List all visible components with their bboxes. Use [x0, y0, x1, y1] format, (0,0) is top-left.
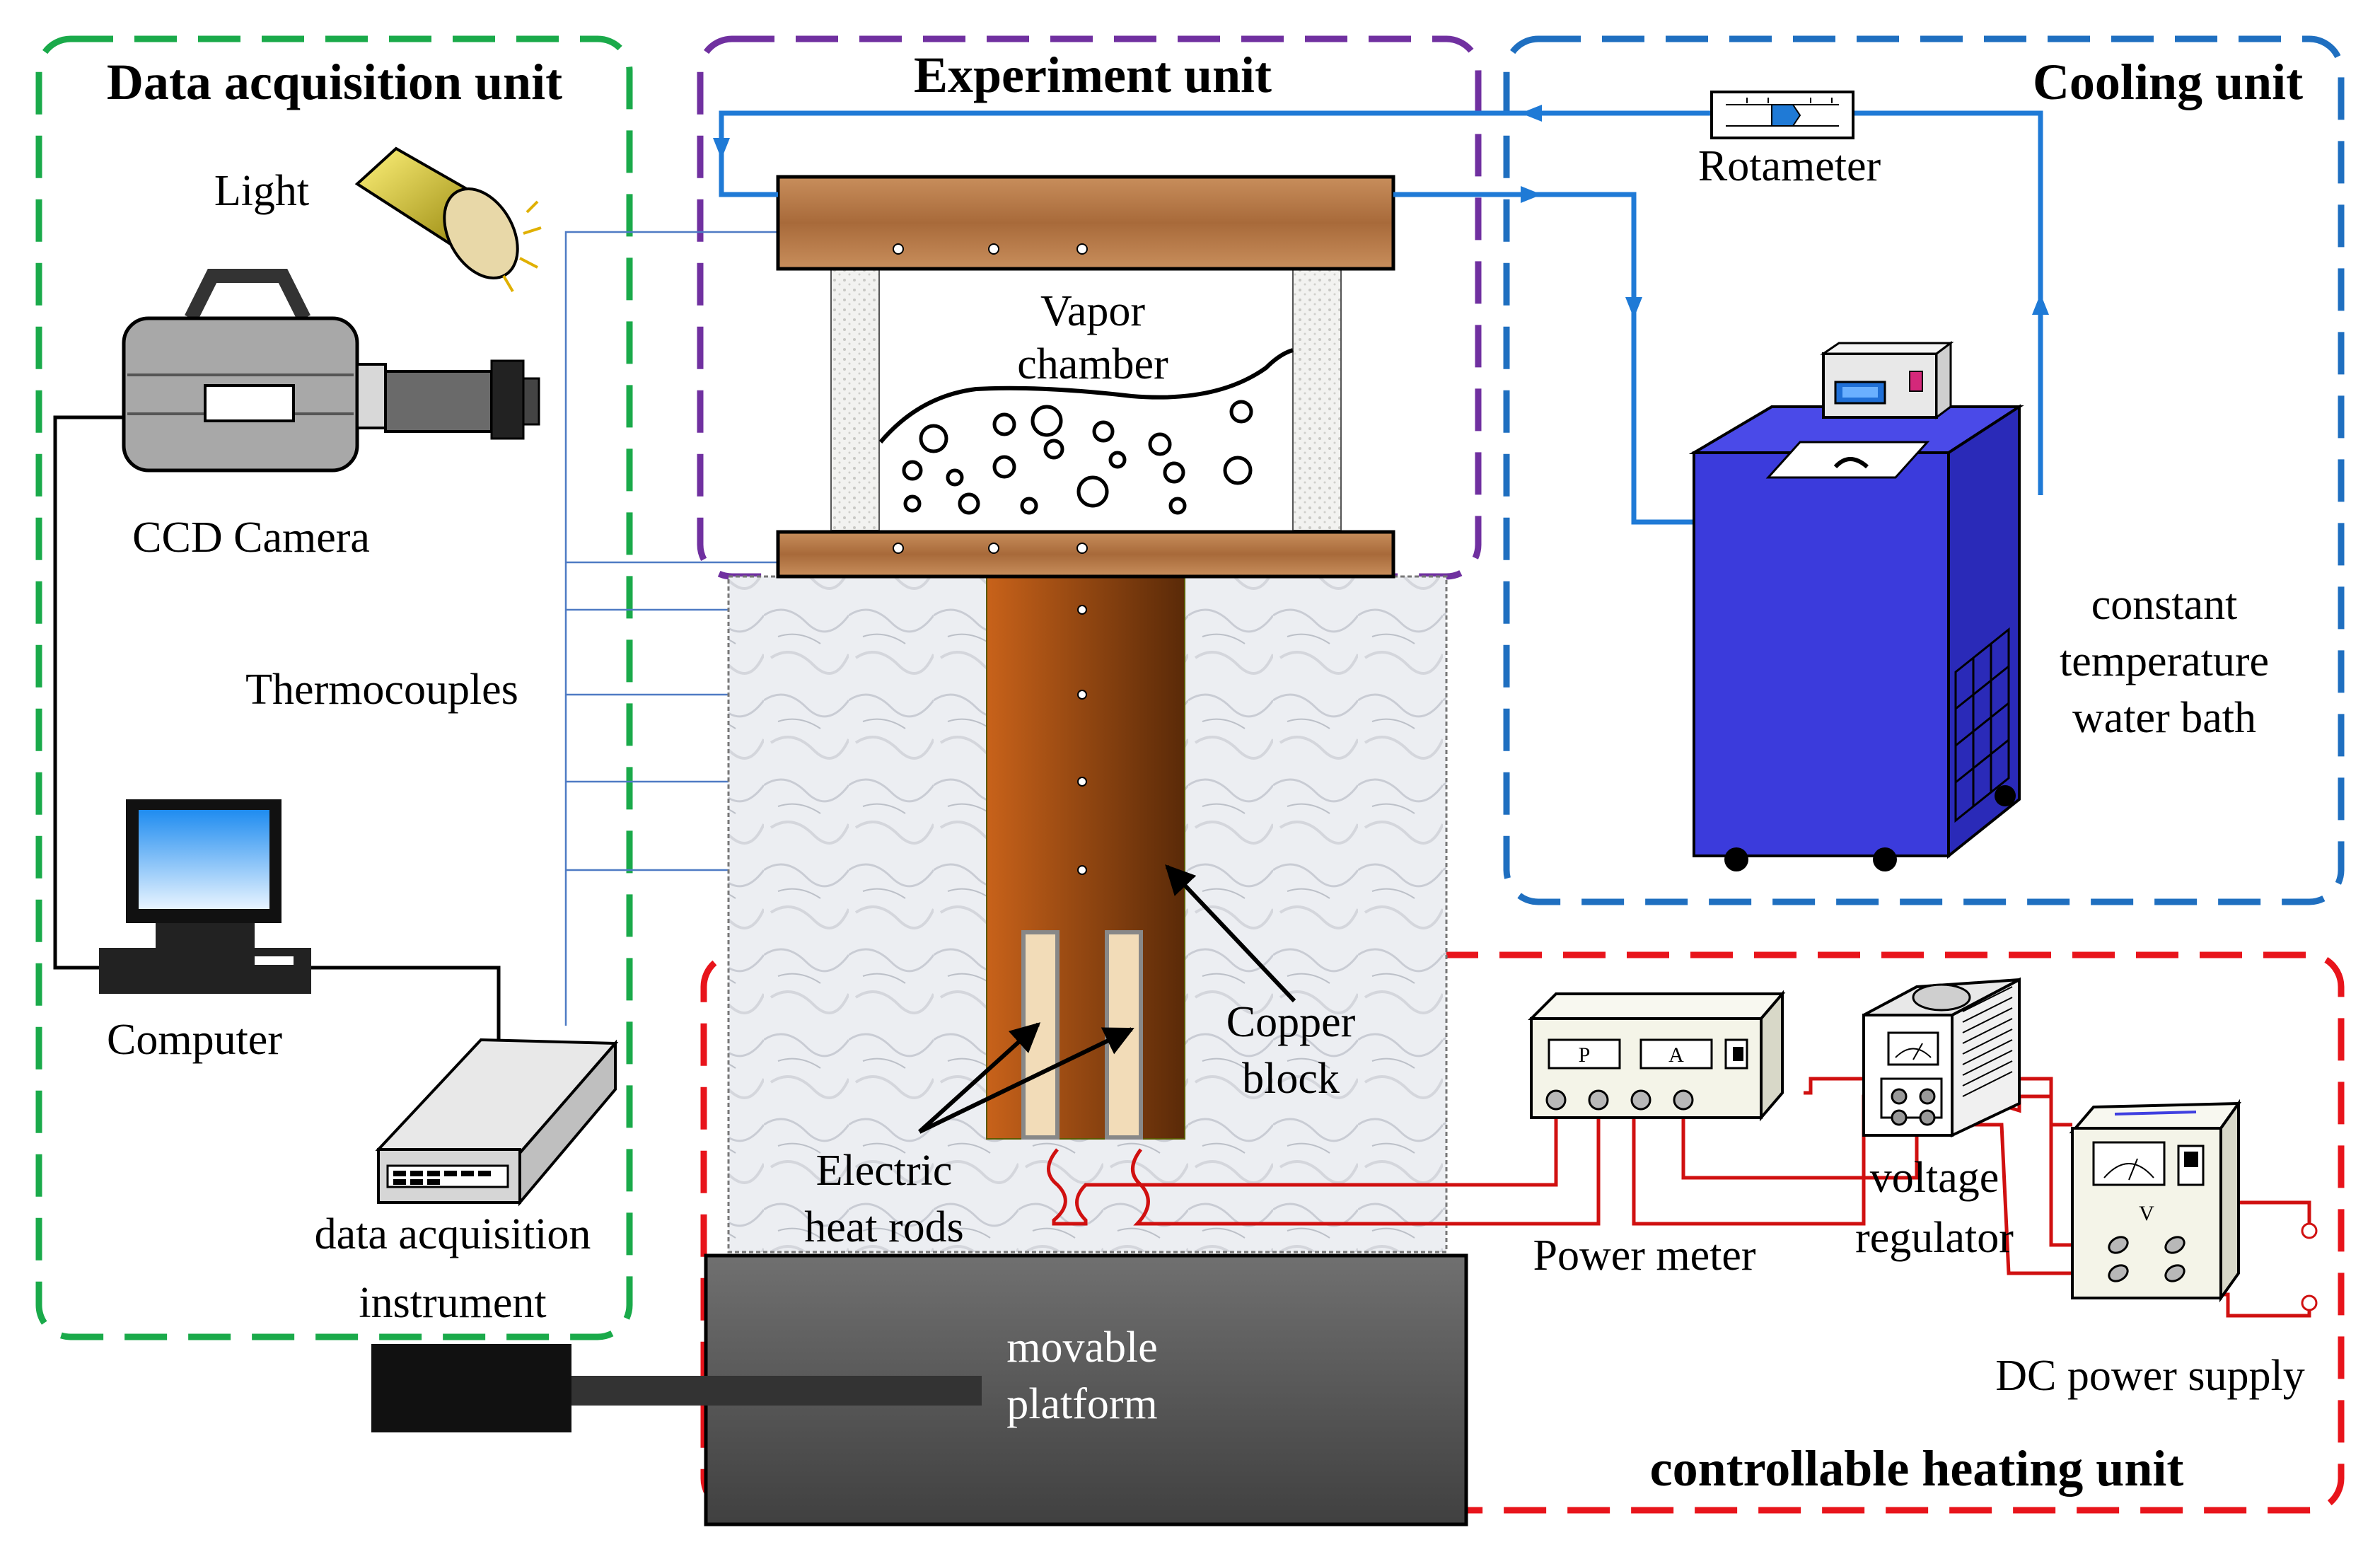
light-label: Light	[214, 167, 309, 215]
bottom-plate	[776, 530, 1395, 579]
cooling-unit-border	[1503, 35, 2345, 905]
copper-block	[986, 576, 1185, 1140]
vapor-chamber-label-line2: chamber	[1017, 340, 1168, 388]
cooling-unit-title: Cooling unit	[2033, 54, 2303, 110]
light-icon	[354, 146, 542, 293]
data-acquisition-unit-border	[35, 35, 633, 1340]
dc-terminal-circles	[2301, 1222, 2318, 1311]
movable-platform-label-line1: movable	[1006, 1323, 1158, 1372]
heat-rods-arrow-left	[917, 1022, 1041, 1134]
thermocouples-label: Thermocouples	[245, 666, 518, 714]
copper-block-arrow	[1165, 864, 1296, 1003]
dc-power-supply-icon	[2069, 1099, 2241, 1303]
power-meter-a-display: A	[1668, 1043, 1684, 1067]
power-meter-icon	[1528, 990, 1786, 1122]
ccd-camera-label: CCD Camera	[132, 514, 370, 562]
water-bath-label-line2: temperature	[2060, 637, 2269, 685]
copper-thermocouple-points	[1077, 605, 1087, 875]
water-bath-label-line1: constant	[2091, 581, 2238, 629]
heating-unit-title: controllable heating unit	[1650, 1440, 2184, 1497]
daq-instrument-label-line1: data acquisition	[315, 1210, 591, 1258]
experiment-unit-title: Experiment unit	[914, 47, 1272, 103]
vapor-chamber	[830, 268, 1342, 531]
copper-block-label-line2: block	[1242, 1055, 1340, 1103]
heating-unit-border	[700, 951, 2345, 1514]
power-meter-p-display: P	[1579, 1043, 1591, 1067]
vapor-chamber-label-line1: Vapor	[1040, 287, 1145, 335]
heat-rods-label-line1: Electric	[816, 1147, 953, 1195]
ccd-camera-icon	[122, 269, 540, 473]
data-acquisition-unit-title: Data acquisition unit	[107, 54, 562, 110]
rotameter-label: Rotameter	[1698, 142, 1881, 190]
computer-daq-cable	[311, 966, 501, 1040]
heat-rods-arrow-right	[918, 1027, 1134, 1134]
cold-plate-thermocouple-points	[893, 243, 1088, 255]
power-meter-label: Power meter	[1533, 1232, 1755, 1280]
daq-instrument-label-line2: instrument	[359, 1279, 546, 1327]
heat-rods-label-line2: heat rods	[804, 1203, 964, 1251]
movable-platform-label-line2: platform	[1006, 1380, 1158, 1428]
daq-instrument-icon	[375, 1038, 619, 1207]
bottom-plate-thermocouple-points	[893, 543, 1088, 554]
dc-power-supply-label: DC power supply	[1995, 1352, 2304, 1400]
dc-supply-v-label: V	[2139, 1202, 2154, 1225]
computer-icon	[99, 799, 311, 994]
voltage-regulator-icon	[1862, 977, 2021, 1138]
movable-platform	[371, 1253, 1468, 1526]
rotameter-icon	[1710, 91, 1854, 139]
water-bath-icon	[1688, 341, 2024, 871]
voltage-regulator-label-line2: regulator	[1855, 1214, 2014, 1262]
experiment-unit-border	[697, 35, 1482, 580]
voltage-regulator-label-line1: voltage	[1870, 1154, 1999, 1202]
cold-plate	[776, 175, 1395, 271]
camera-cable	[53, 415, 124, 970]
copper-block-label-line1: Copper	[1226, 998, 1356, 1046]
water-bath-label-line3: water bath	[2072, 694, 2256, 742]
computer-label: Computer	[107, 1016, 282, 1064]
coolant-flow-arrows	[713, 105, 2049, 318]
